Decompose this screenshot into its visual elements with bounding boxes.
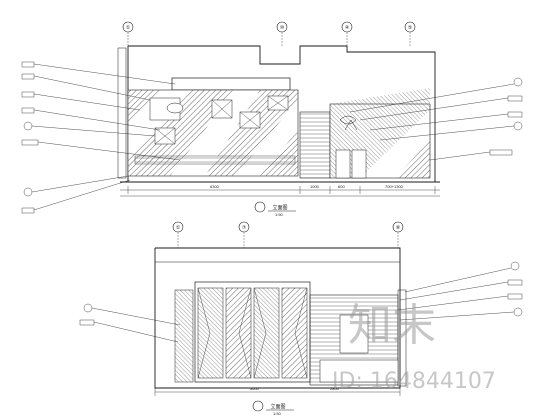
dimension-label: 2800 — [330, 386, 340, 391]
bottom-elevation: ① ⑦ ⑧ — [79, 221, 523, 416]
bottom-dimensions: 3600 2800 — [154, 386, 401, 396]
dimension-label: 600 — [338, 184, 345, 189]
grid-bubble-label: ④ — [345, 25, 350, 31]
top-view-title: 立面图 — [272, 204, 287, 211]
top-view-scale: 1:50 — [275, 212, 284, 217]
grid-bubble-label: ⑦ — [242, 225, 247, 231]
top-elevation: ① ⑩ ④ ⑤ — [21, 21, 523, 217]
top-cabinet — [299, 88, 431, 179]
dimension-label: 700+1300 — [385, 184, 404, 189]
bottom-view-title: 立面图 — [270, 403, 285, 410]
watermark: 知末 ID: 164844107 — [332, 300, 496, 394]
bottom-title: 立面图 1:50 — [252, 400, 294, 416]
grid-bubble-label: ① — [176, 225, 181, 231]
bottom-doors — [174, 281, 311, 383]
dimension-label: 6300 — [210, 184, 220, 189]
top-wall-panels — [127, 89, 299, 177]
grid-bubble-label: ⑤ — [408, 25, 413, 31]
watermark-id: ID: 164844107 — [332, 369, 496, 394]
grid-bubble-label: ① — [126, 25, 131, 31]
bottom-grid-bubbles: ① ⑦ ⑧ — [172, 221, 404, 248]
top-title: 立面图 1:50 — [254, 201, 296, 217]
dimension-label: 1000 — [310, 184, 320, 189]
top-left-leaders — [21, 61, 181, 214]
bottom-cabinet — [309, 294, 399, 386]
top-dimensions: 6300 1000 600 700+1300 — [120, 184, 440, 197]
grid-bubble-label: ⑧ — [396, 225, 401, 231]
dimension-label: 3600 — [250, 386, 260, 391]
top-right-leaders — [349, 77, 523, 161]
top-grid-bubbles: ① ⑩ ④ ⑤ — [122, 21, 416, 46]
watermark-logo-text: 知末 — [348, 300, 436, 351]
grid-bubble-label: ⑩ — [280, 25, 285, 31]
bottom-leaders — [79, 261, 523, 343]
bottom-view-scale: 1:50 — [273, 411, 282, 416]
